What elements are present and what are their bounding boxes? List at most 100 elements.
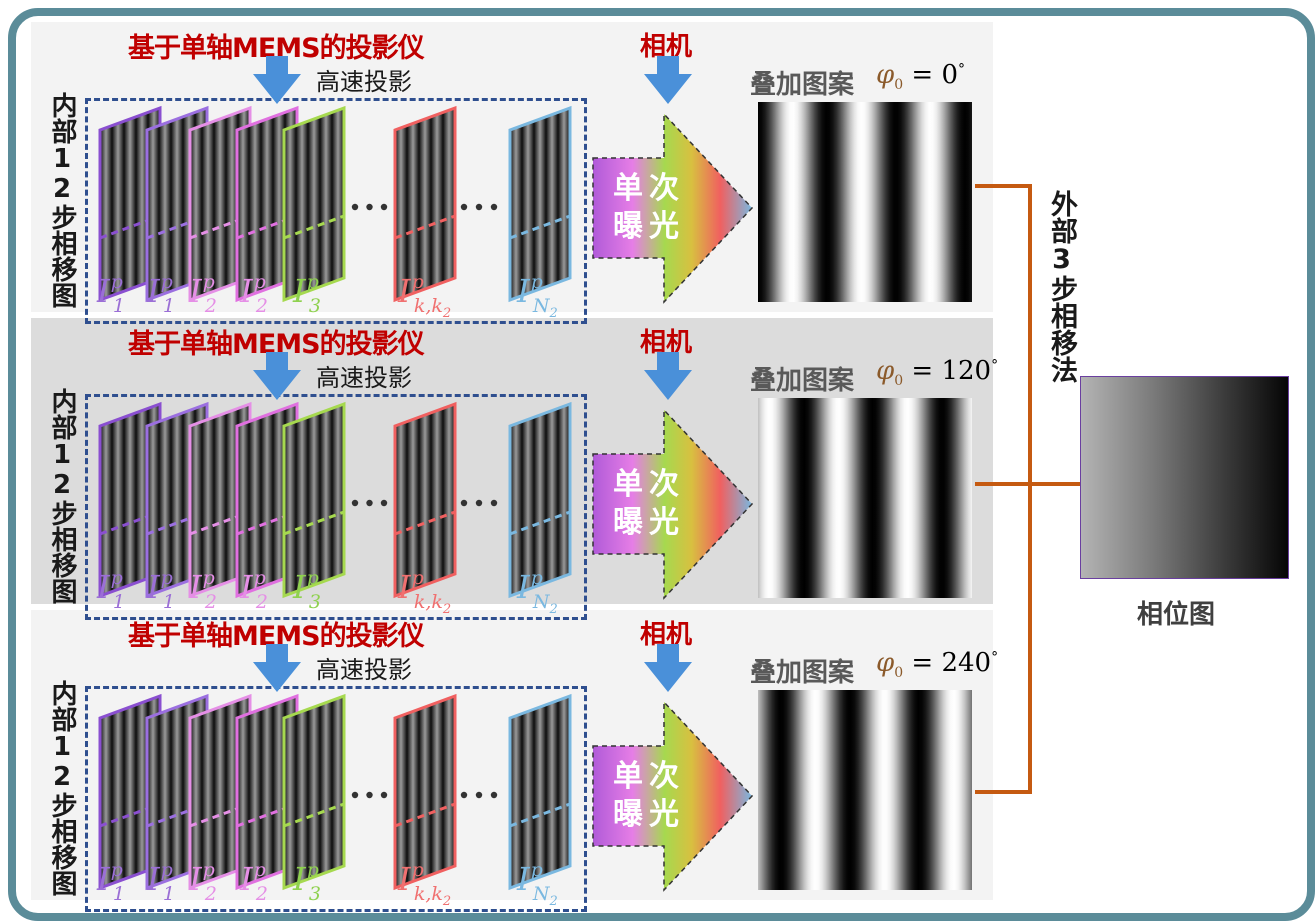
equals-sign: = xyxy=(903,356,942,386)
frame-label-sub: k,k xyxy=(414,883,443,905)
frame-scanline xyxy=(394,802,456,828)
phi-subscript: 0 xyxy=(894,665,904,682)
ellipsis-dot xyxy=(460,791,468,799)
frame-label-sub: N xyxy=(532,295,551,317)
frame-label-base: I xyxy=(96,568,111,606)
frame-label-base: I xyxy=(292,860,307,898)
high-speed-label: 高速投影 xyxy=(316,364,412,392)
phase-frame-7 xyxy=(508,401,572,599)
overlay-pattern-label: 叠加图案 xyxy=(750,658,855,688)
frame-scanline xyxy=(394,510,456,536)
projector-arrow-icon xyxy=(253,644,301,692)
phase-frame-7 xyxy=(508,105,572,303)
exposure-line-2: 曝光 xyxy=(613,505,685,540)
frame-label-base: I xyxy=(146,568,161,606)
single-exposure-arrow xyxy=(592,700,754,892)
ellipsis-dot xyxy=(490,791,498,799)
projector-arrow-icon xyxy=(253,56,301,104)
frame-label-base: I xyxy=(188,568,203,606)
inner-frames-box xyxy=(85,686,587,912)
phase-frame-3 xyxy=(188,693,252,891)
frame-scanline xyxy=(509,214,571,240)
frame-label-sub: 1 xyxy=(163,591,175,613)
phase-frame-6 xyxy=(393,105,457,303)
ellipsis-dot xyxy=(351,203,359,211)
phase-offset-formula: φ0 = 240° xyxy=(876,648,998,681)
phase-frame-5 xyxy=(282,693,346,891)
phi-subscript: 0 xyxy=(894,373,904,390)
phase-map-label: 相位图 xyxy=(1137,600,1216,630)
overlay-pattern-label: 叠加图案 xyxy=(750,366,855,396)
inner-steps-label: 内部12步相移图 xyxy=(47,92,77,308)
frame-label-base: I xyxy=(292,272,307,310)
frame-label-base: I xyxy=(96,860,111,898)
frame-label-sup: p xyxy=(412,859,424,881)
ellipsis-dot xyxy=(351,499,359,507)
exposure-line-2: 曝光 xyxy=(613,797,685,832)
frame-label-sup: p xyxy=(307,567,319,589)
camera-arrow-icon xyxy=(644,352,692,400)
frame-label-sub: 2 xyxy=(204,295,217,317)
degree-sign: ° xyxy=(991,649,999,666)
phi-symbol: φ xyxy=(876,60,895,90)
frame-label-sup: p xyxy=(531,567,543,589)
ellipsis-dot xyxy=(475,791,483,799)
frame-label-sup: p xyxy=(203,859,215,881)
frame-label-sub: 2 xyxy=(204,591,217,613)
frame-scanline xyxy=(283,802,345,828)
frame-label-sub: 1 xyxy=(113,295,125,317)
frame-label-base: I xyxy=(292,568,307,606)
frame-label-base: I xyxy=(516,860,531,898)
frame-label-sup: p xyxy=(412,271,424,293)
frame-label-sup: p xyxy=(254,567,266,589)
frame-label-sub: k,k xyxy=(414,591,443,613)
frame-label-sub: 3 xyxy=(309,883,321,905)
phi-value: 120 xyxy=(941,356,992,386)
frame-label-sub2: 2 xyxy=(442,894,451,909)
inner-frames-box xyxy=(85,394,587,620)
frame-label-base: I xyxy=(146,272,161,310)
degree-sign: ° xyxy=(958,61,966,78)
phase-frame-3 xyxy=(188,401,252,599)
frame-label-sup: p xyxy=(531,859,543,881)
frame-label-sub2: 2 xyxy=(548,602,557,617)
ellipsis-dot xyxy=(475,499,483,507)
overlay-pattern xyxy=(758,102,972,302)
frame-label-sub: 1 xyxy=(163,295,175,317)
ellipsis-dot xyxy=(351,791,359,799)
single-exposure-arrow xyxy=(592,112,754,304)
frame-label-sup: p xyxy=(412,567,424,589)
phi-value: 240 xyxy=(941,648,992,678)
frame-label-sub: 3 xyxy=(309,591,321,613)
inner-frames-box xyxy=(85,98,587,324)
ellipsis-dot xyxy=(475,203,483,211)
frame-scanline xyxy=(283,214,345,240)
frame-label-sub2: 2 xyxy=(548,306,557,321)
connector-top xyxy=(975,184,1032,484)
phase-frame-5 xyxy=(282,401,346,599)
frame-label-base: I xyxy=(397,860,412,898)
frame-label-sup: p xyxy=(307,271,319,293)
frame-label-sup: p xyxy=(161,271,173,293)
frame-label-base: I xyxy=(188,272,203,310)
frame-label-base: I xyxy=(516,272,531,310)
frame-label-sup: p xyxy=(203,567,215,589)
phase-frame-5 xyxy=(282,105,346,303)
inner-steps-label: 内部12步相移图 xyxy=(47,388,77,604)
frame-label-sup: p xyxy=(307,859,319,881)
frame-label-sub: 1 xyxy=(113,883,125,905)
